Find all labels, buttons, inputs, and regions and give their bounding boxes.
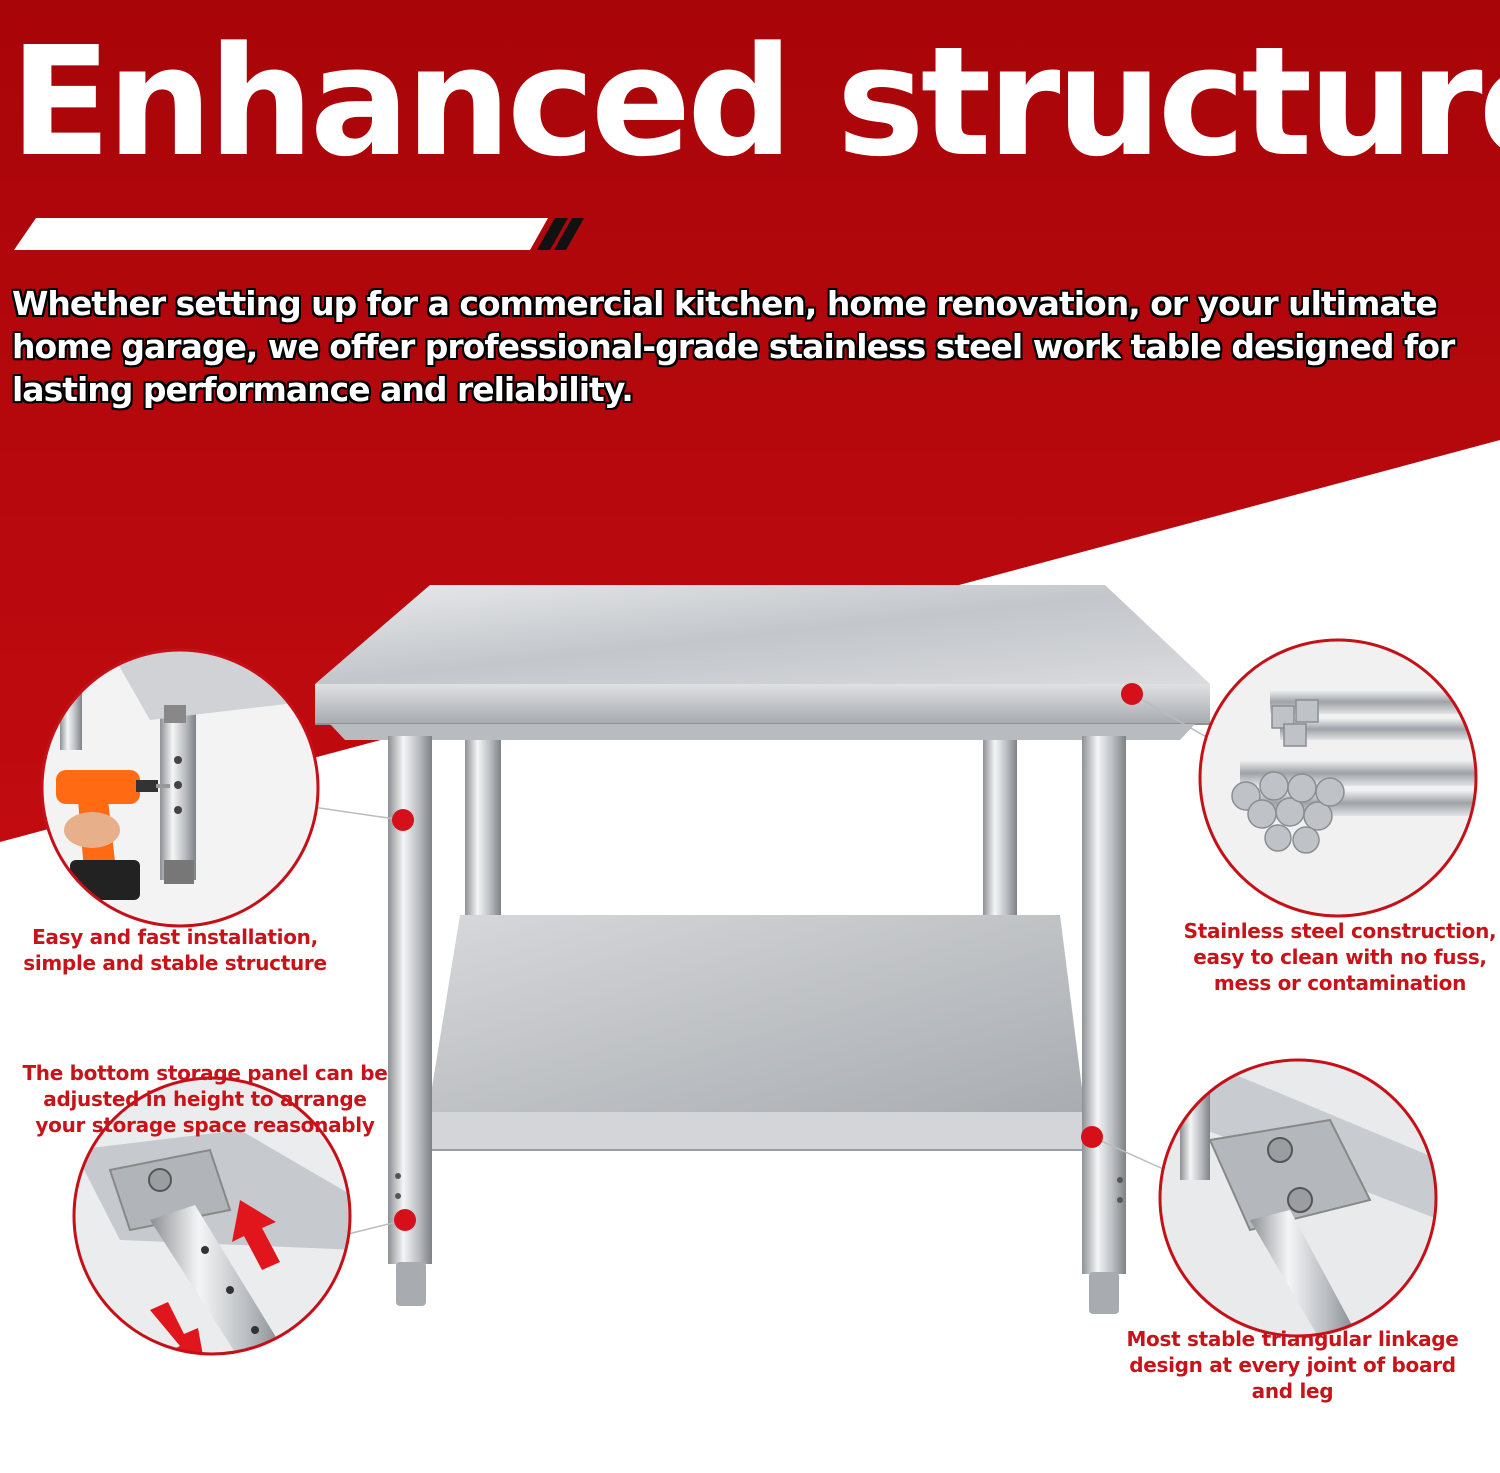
inset-installation [40,648,320,928]
work-table [315,585,1210,1314]
arrow-down-icon [150,1302,206,1354]
caption-linkage: Most stable triangular linkage design at… [1126,1327,1459,1403]
caption-material: Stainless steel construction, easy to cl… [1183,919,1497,995]
caption-installation: Easy and fast installation, simple and s… [23,925,327,975]
inset-joint [1158,1058,1438,1338]
arrow-up-icon [232,1200,280,1270]
inset-steel-rods [1198,638,1478,918]
drill-icon [56,770,170,900]
inset-adjustable [72,1076,352,1356]
decorative-bar [14,218,584,250]
caption-adjustable: The bottom storage panel can be adjusted… [22,1061,388,1137]
headline: Enhanced structure [10,14,1500,190]
intro-text: Whether setting up for a commercial kitc… [12,284,1455,409]
marker-dots [392,683,1143,1231]
callout-lines [305,693,1209,1237]
